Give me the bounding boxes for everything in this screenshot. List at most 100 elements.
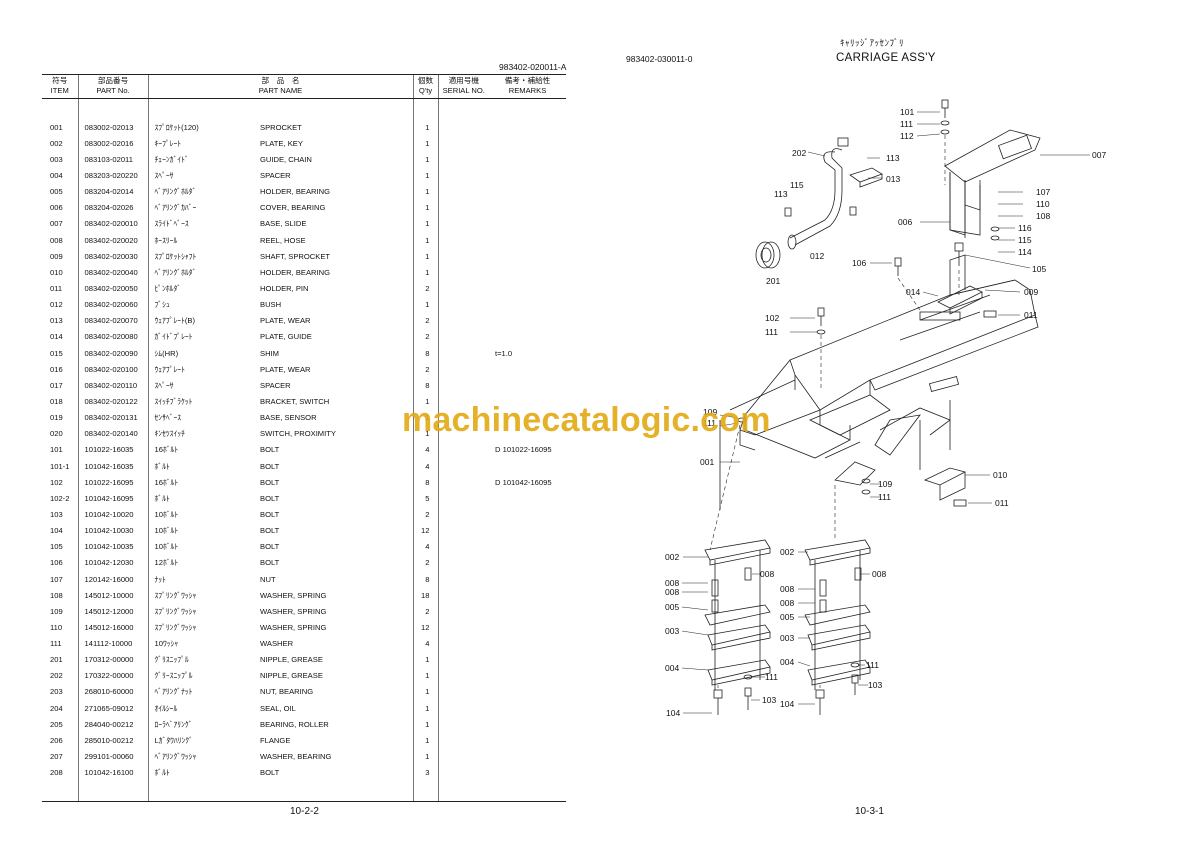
cell-item: 207 <box>50 752 63 762</box>
cell-part-name: WASHER, SPRING <box>260 590 327 600</box>
cell-part-name: BOLT <box>260 445 280 455</box>
cell-part-name: BOLT <box>260 768 280 778</box>
cell-item: 102-2 <box>50 493 70 503</box>
right-page-code: 983402-030011-0 <box>626 54 693 64</box>
cell-part-no: 101042-12030 <box>77 554 148 571</box>
plate-stack-left <box>704 539 771 690</box>
cell-item: 205 <box>50 719 63 729</box>
cell-part-no: 083103-02011 <box>77 151 148 168</box>
cell-qty: 1 <box>412 135 438 152</box>
cell-part-no: 083402-020140 <box>77 425 148 442</box>
cell-serial <box>437 522 489 539</box>
callout-label: 109 <box>878 479 892 489</box>
cell-qty: 1 <box>412 651 438 668</box>
cell-item: 005 <box>50 187 63 197</box>
cell-item: 009 <box>50 251 63 261</box>
cell-remarks <box>489 571 566 587</box>
cell-jp-name: ﾍﾞｱﾘﾝｸﾞﾜｯｼｬ <box>147 748 254 765</box>
cell-jp-name: ﾎﾞﾙﾄ <box>147 764 254 781</box>
cell-jp-name: ｽﾌﾟﾘﾝｸﾞﾜｯｼｬ <box>147 603 254 620</box>
cell-qty: 2 <box>412 361 438 378</box>
cell-jp-name: ﾍﾞｱﾘﾝｸﾞﾎﾙﾀﾞ <box>147 183 254 200</box>
cell-remarks <box>489 506 566 522</box>
callout-label: 011 <box>995 498 1009 508</box>
callout-label: 002 <box>780 547 794 557</box>
cell-qty: 12 <box>412 522 438 539</box>
cell-part-no: 101042-16095 <box>77 490 148 507</box>
slide-base-part <box>944 129 1041 236</box>
cell-part-name: WASHER, SPRING <box>260 606 327 616</box>
cell-qty: 1 <box>412 425 438 442</box>
cell-remarks <box>489 361 566 377</box>
cell-serial <box>437 651 489 668</box>
cell-part-name: WASHER, BEARING <box>260 752 332 762</box>
cell-qty: 1 <box>412 748 438 765</box>
cell-part-no: 083402-020122 <box>77 393 148 410</box>
cell-part-no: 170322-00000 <box>77 667 148 684</box>
cell-item: 019 <box>50 413 63 423</box>
cell-item: 111 <box>50 639 62 649</box>
cell-part-name: SPACER <box>260 380 291 390</box>
callout-label: 111 <box>866 660 879 670</box>
cell-item: 012 <box>50 300 63 310</box>
cell-serial <box>437 248 489 265</box>
cell-part-name: BOLT <box>260 526 280 536</box>
cell-item: 110 <box>50 622 63 632</box>
cell-qty: 12 <box>412 619 438 636</box>
bearing-holder-part <box>923 467 967 501</box>
cell-part-name: NIPPLE, GREASE <box>260 671 323 681</box>
cell-serial <box>437 457 489 475</box>
cell-part-no: 083402-020100 <box>77 361 148 378</box>
callout-label: 111 <box>900 119 913 129</box>
callout-label: 109 <box>703 407 717 417</box>
cell-jp-name: 16ﾎﾞﾙﾄ <box>147 474 254 491</box>
cell-jp-name: ｸﾞﾘｰｽﾆｯﾌﾟﾙ <box>147 667 254 684</box>
cell-qty: 1 <box>412 409 438 426</box>
cell-remarks <box>489 684 566 700</box>
cell-part-no: 083402-020070 <box>77 312 148 329</box>
cell-remarks <box>489 490 566 506</box>
cell-serial <box>437 538 489 555</box>
cell-part-name: BOLT <box>260 542 280 552</box>
cell-qty: 1 <box>412 296 438 313</box>
cell-qty: 2 <box>412 506 438 523</box>
cell-part-name: PLATE, GUIDE <box>260 332 312 342</box>
cell-part-name: SPROCKET <box>260 122 302 132</box>
cell-remarks <box>489 765 566 781</box>
callout-label: 111 <box>878 492 891 502</box>
cell-qty: 2 <box>412 280 438 297</box>
cell-qty: 2 <box>412 603 438 620</box>
cell-jp-name: 10ﾎﾞﾙﾄ <box>147 538 254 555</box>
cell-part-no: 101022-16035 <box>77 441 148 458</box>
callout-label: 104 <box>666 708 680 718</box>
diagram-title-jp: ｷｬﾘｯｼﾞｱｯｾﾝﾌﾞﾘ <box>840 38 905 48</box>
cell-part-name: WASHER <box>260 639 294 649</box>
pin-holder-part <box>953 310 997 507</box>
cell-item: 203 <box>50 687 63 697</box>
diagram-title: CARRIAGE ASS'Y <box>836 52 936 64</box>
cell-serial <box>437 119 489 136</box>
cell-part-no: 101042-16035 <box>77 457 148 475</box>
cell-item: 104 <box>50 526 63 536</box>
cell-qty: 1 <box>412 215 438 232</box>
cell-qty: 4 <box>412 635 438 652</box>
alignment-lines <box>709 135 960 688</box>
cell-part-no: 101042-16100 <box>77 764 148 781</box>
cell-part-no: 083402-020090 <box>77 344 148 362</box>
cell-remarks <box>489 458 566 474</box>
cell-serial <box>437 231 489 249</box>
cell-qty: 4 <box>412 538 438 555</box>
